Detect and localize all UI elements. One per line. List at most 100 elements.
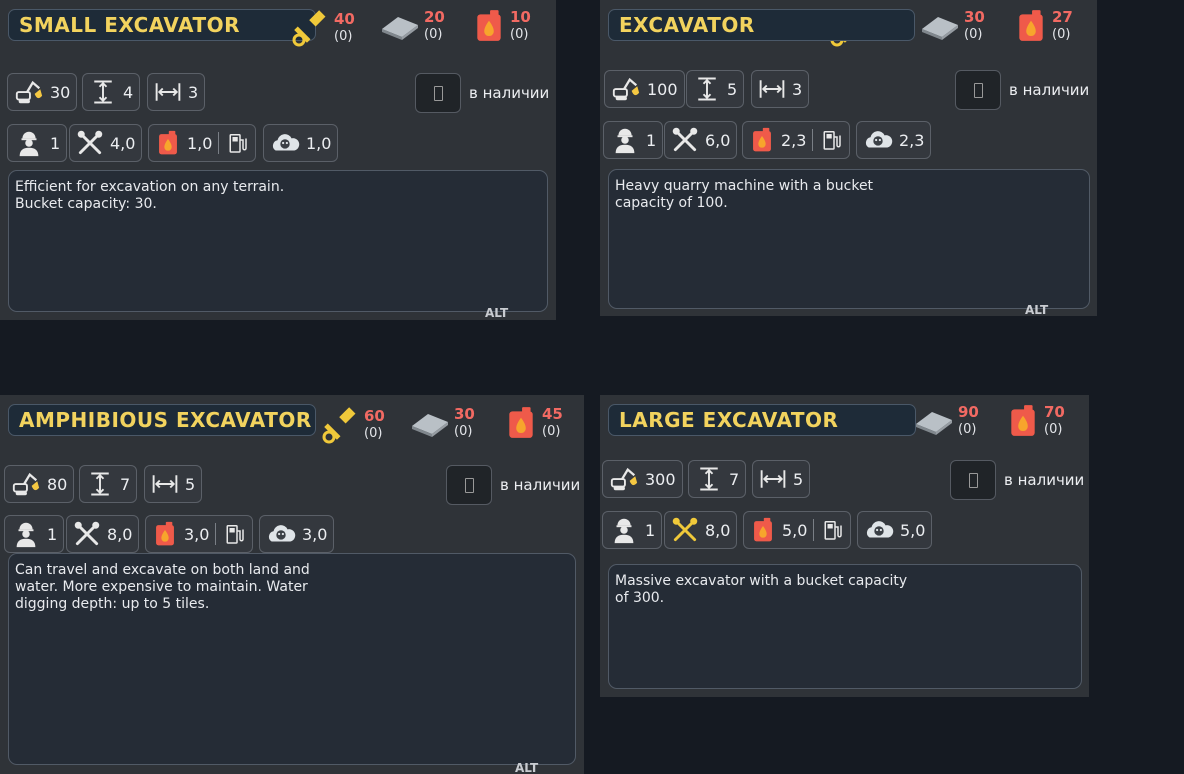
- concrete-plate-icon: [920, 11, 960, 41]
- availability: в наличии: [415, 73, 549, 113]
- fuel-canister-icon: [152, 520, 178, 548]
- building-title: LARGE EXCAVATOR: [608, 404, 916, 436]
- description: Heavy quarry machine with a bucket capac…: [608, 169, 1090, 309]
- fuel-canister-icon: [472, 9, 506, 43]
- building-title: EXCAVATOR: [608, 9, 915, 41]
- stat-capacity: 300: [602, 460, 683, 498]
- cost-steel: 40(0): [290, 8, 355, 48]
- fuel-canister-icon: [750, 516, 776, 544]
- stat-value: 1: [47, 524, 58, 544]
- cost-fuel: 70(0): [1006, 403, 1065, 439]
- stat-workers: 1: [7, 124, 68, 162]
- stat-value: 5: [793, 469, 804, 489]
- panel-large-excavator: LARGE EXCAVATOR 90(0) 70(0) 300 7 5 в на…: [600, 395, 1089, 697]
- stat-width: 3: [751, 70, 810, 108]
- pollution-icon: [266, 519, 296, 549]
- description: Massive excavator with a bucket capacity…: [608, 564, 1082, 689]
- building-title-text: EXCAVATOR: [619, 13, 755, 37]
- stat-capacity: 100: [604, 70, 685, 108]
- phone-icon: [433, 85, 443, 101]
- cost-have: (0): [510, 27, 529, 42]
- description: Efficient for excavation on any terrain.…: [8, 170, 548, 312]
- stat-value: 1,0: [306, 133, 332, 153]
- alt-hint: ALT: [515, 761, 539, 774]
- cost-fuel: 27(0): [1014, 8, 1073, 44]
- worker-icon: [609, 515, 639, 545]
- worker-icon: [14, 128, 44, 158]
- stat-maintenance: 8,0: [664, 511, 738, 549]
- cost-have: (0): [424, 27, 443, 42]
- stat-value: 1,0: [187, 133, 213, 153]
- cost-required: 10: [510, 8, 531, 26]
- panel-small-excavator: SMALL EXCAVATOR 40(0) 20(0) 10(0) 30 4 3…: [0, 0, 556, 320]
- stat-fuel: 3,0: [145, 515, 254, 553]
- cost-fuel: 45(0): [504, 405, 563, 441]
- stat-maintenance: 8,0: [66, 515, 140, 553]
- building-title-text: LARGE EXCAVATOR: [619, 408, 839, 432]
- stat-pollution: 2,3: [856, 121, 932, 159]
- cost-have: (0): [334, 29, 353, 44]
- stat-value: 4: [123, 82, 134, 102]
- concrete-plate-icon: [380, 11, 420, 41]
- width-icon: [759, 465, 787, 493]
- stat-height: 5: [686, 70, 745, 108]
- cost-required: 90: [958, 403, 979, 421]
- stat-fuel: 2,3: [742, 121, 851, 159]
- worker-icon: [610, 125, 640, 155]
- tools-icon: [76, 129, 104, 157]
- cost-fuel: 10(0): [472, 8, 531, 44]
- cost-have: (0): [542, 424, 561, 439]
- cost-have: (0): [964, 27, 983, 42]
- stat-capacity: 30: [7, 73, 78, 111]
- cost-have: (0): [364, 426, 383, 441]
- stat-value: 4,0: [110, 133, 136, 153]
- building-title-text: AMPHIBIOUS EXCAVATOR: [19, 408, 312, 432]
- steel-icon: [290, 8, 330, 48]
- stat-value: 8,0: [107, 524, 133, 544]
- stat-workers: 1: [602, 511, 663, 549]
- cost-have: (0): [1044, 422, 1063, 437]
- availability-toggle[interactable]: [955, 70, 1001, 110]
- building-title: AMPHIBIOUS EXCAVATOR: [8, 404, 316, 436]
- cost-required: 60: [364, 407, 385, 425]
- excavator-icon: [11, 469, 41, 499]
- stat-value: 300: [645, 469, 676, 489]
- stat-value: 30: [50, 82, 71, 102]
- alt-hint: ALT: [1025, 303, 1049, 316]
- panel-amphibious-excavator: AMPHIBIOUS EXCAVATOR 60(0) 30(0) 45(0) 8…: [0, 395, 584, 774]
- cost-required: 30: [964, 8, 985, 26]
- stat-value: 5: [185, 474, 196, 494]
- availability: в наличии: [446, 465, 580, 505]
- stat-height: 4: [82, 73, 141, 111]
- height-icon: [89, 78, 117, 106]
- stat-value: 2,3: [781, 130, 807, 150]
- availability-toggle[interactable]: [446, 465, 492, 505]
- stat-value: 3,0: [302, 524, 328, 544]
- cost-concrete: 90(0): [914, 403, 979, 439]
- stat-value: 5,0: [900, 520, 926, 540]
- availability-toggle[interactable]: [950, 460, 996, 500]
- pollution-icon: [864, 515, 894, 545]
- width-icon: [151, 470, 179, 498]
- separator: [218, 132, 220, 154]
- concrete-plate-icon: [410, 408, 450, 438]
- cost-steel: 60(0): [320, 405, 385, 445]
- stat-value: 80: [47, 474, 68, 494]
- availability-label: в наличии: [1004, 471, 1085, 489]
- stat-width: 5: [752, 460, 811, 498]
- fuel-canister-icon: [1006, 404, 1040, 438]
- building-title-text: SMALL EXCAVATOR: [19, 13, 240, 37]
- building-title: SMALL EXCAVATOR: [8, 9, 316, 41]
- pollution-icon: [270, 128, 300, 158]
- availability-toggle[interactable]: [415, 73, 461, 113]
- description: Can travel and excavate on both land and…: [8, 553, 576, 765]
- cost-have: (0): [1052, 27, 1071, 42]
- stat-value: 2,3: [899, 130, 925, 150]
- tools-icon: [73, 520, 101, 548]
- cost-required: 20: [424, 8, 445, 26]
- fuel-pump-icon: [225, 130, 249, 156]
- stat-fuel: 1,0: [148, 124, 257, 162]
- fuel-canister-icon: [155, 129, 181, 157]
- stat-width: 3: [147, 73, 206, 111]
- width-icon: [154, 78, 182, 106]
